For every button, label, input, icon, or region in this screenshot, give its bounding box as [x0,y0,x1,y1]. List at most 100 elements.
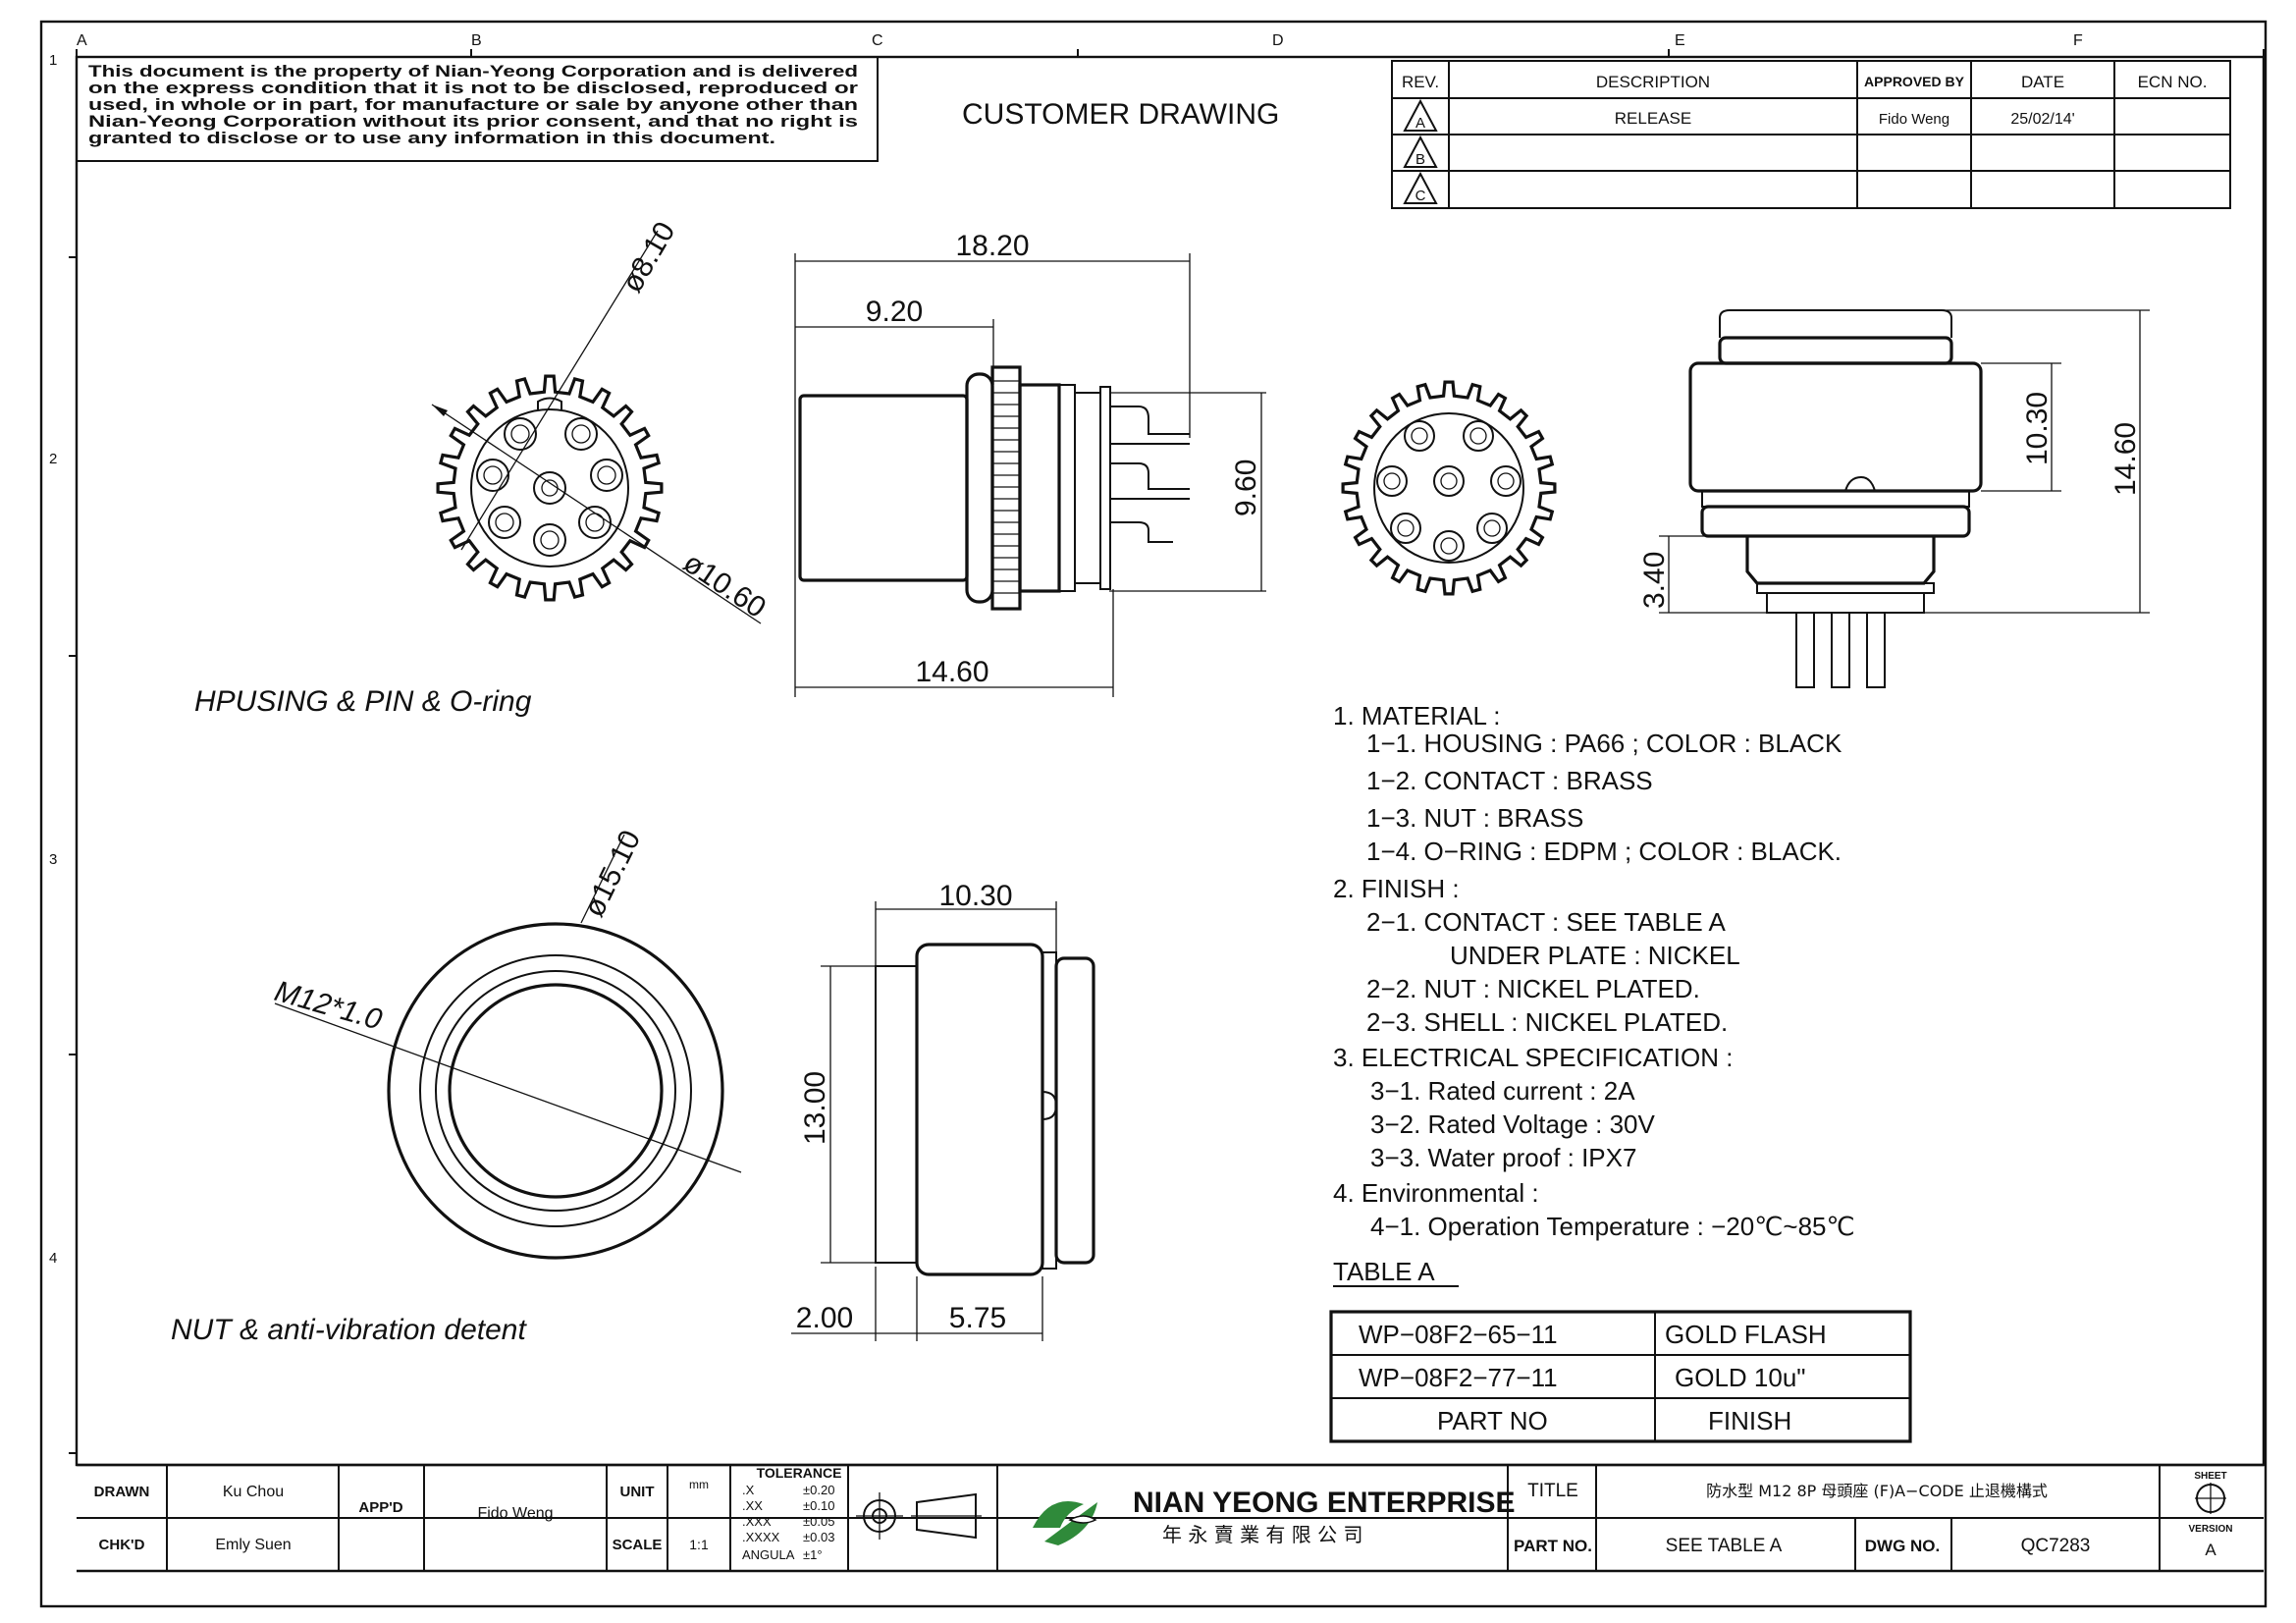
receptacle-side-pins [1795,613,1886,688]
note-3-1: 3−1. Rated current : 2A [1370,1076,1635,1106]
drawing-title-caption: CUSTOMER DRAWING [962,98,1279,131]
svg-text:B: B [1415,151,1425,168]
company-logo-icon [1033,1501,1097,1545]
svg-text:±0.03: ±0.03 [803,1530,834,1544]
table-a-finish-header: FINISH [1708,1406,1791,1435]
housing-pin-holes [476,417,623,557]
zone-row-1: 1 [49,52,57,69]
dim-length-18-20: 18.20 [955,230,1029,262]
note-2-2: 2−2. NUT : NICKEL PLATED. [1366,974,1700,1003]
zone-col-b: B [471,32,482,49]
notice-text: This document is the property of Nian-Ye… [88,62,859,147]
projection-symbol-icon [856,1492,982,1540]
title-value: 防水型 M12 8P 母頭座 (F)A−CODE 止退機構式 [1706,1482,2048,1500]
dim-line-d15-10 [580,834,625,924]
note-1-4: 1−4. O−RING : EDPM ; COLOR : BLACK. [1366,837,1842,866]
svg-text:granted to disclose or to use: granted to disclose or to use any inform… [88,129,775,147]
rev-a-symbol: A [1403,98,1438,132]
nut-front-view: M12*1.0 ø15.10 [271,826,742,1260]
dim-width-5-75: 5.75 [949,1302,1006,1334]
dim-line-d8-10 [460,230,659,551]
dim-length-14-60: 14.60 [915,656,988,688]
housing-side-view: 18.20 9.20 9.60 14.60 [794,230,1266,697]
note-3-2: 3−2. Rated Voltage : 30V [1370,1109,1655,1139]
version-label: VERSION [2188,1524,2232,1535]
rev-header: REV. [1402,73,1439,91]
svg-text:.XXX: .XXX [742,1514,772,1529]
table-a-finish-2: GOLD 10u" [1675,1363,1806,1392]
note-1-2: 1−2. CONTACT : BRASS [1366,766,1653,795]
date-header: DATE [2021,73,2064,91]
appd-value: Fido Weng [477,1505,553,1522]
note-3-3: 3−3. Water proof : IPX7 [1370,1143,1636,1172]
svg-text:±0.10: ±0.10 [803,1498,834,1513]
title-label: TITLE [1527,1481,1578,1501]
rev-a-approved: Fido Weng [1879,111,1949,128]
svg-text:.XXXX: .XXXX [742,1530,780,1544]
zone-col-e: E [1675,32,1685,49]
svg-text:on the express condition tha: on the express condition that it is not … [88,79,859,97]
svg-text:Nian-Yeong Corporation without: Nian-Yeong Corporation without its prior… [88,112,858,131]
part-no-label: PART NO. [1514,1537,1592,1555]
dim-line-d10-60 [431,404,762,624]
housing-front-view: ø8.10 ø10.60 [431,217,772,624]
note-4: 4. Environmental : [1333,1178,1539,1208]
approved-by-header: APPROVED BY [1864,74,1965,89]
svg-text:used, in whole or in part, for: used, in whole or in part, for manufactu… [88,95,858,114]
zone-col-c: C [872,32,883,49]
tolerance-title: TOLERANCE [757,1465,842,1481]
company-name-cn: 年 永 賣 業 有 限 公 司 [1162,1523,1363,1546]
version-value: A [2205,1541,2216,1559]
dim-height-13-00: 13.00 [799,1071,831,1145]
zone-row-2: 2 [49,451,57,467]
sheet-symbol-icon [2195,1483,2226,1514]
dim-height-3-40: 3.40 [1638,552,1671,609]
description-header: DESCRIPTION [1596,73,1710,91]
receptacle-side-view: 10.30 14.60 3.40 [1638,309,2150,688]
notice-box [76,56,879,162]
dwg-no-label: DWG NO. [1865,1537,1941,1555]
note-2-1-underplate: UNDER PLATE : NICKEL [1450,941,1740,970]
dim-height-14-60: 14.60 [2109,422,2142,496]
dim-length-9-20: 9.20 [866,296,923,328]
table-a-title: TABLE A [1333,1257,1435,1286]
zone-row-4: 4 [49,1250,57,1267]
dim-height-10-30: 10.30 [2021,392,2054,465]
svg-text:C: C [1415,188,1426,204]
scale-label: SCALE [613,1537,663,1553]
drawn-value: Ku Chou [223,1484,284,1500]
note-1: 1. MATERIAL : [1333,701,1501,730]
svg-text:ANGULA: ANGULA [742,1547,795,1562]
table-a: TABLE A WP−08F2−65−11 GOLD FLASH WP−08F2… [1329,1257,1912,1443]
drawn-label: DRAWN [94,1484,150,1500]
dim-d15-10: ø15.10 [578,826,648,922]
dwg-no-value: QC7283 [2021,1536,2091,1556]
note-2: 2. FINISH : [1333,874,1460,903]
part-no-value: SEE TABLE A [1666,1536,1783,1556]
svg-text:This document is the property: This document is the property of Nian-Ye… [88,62,858,81]
dim-thread-m12: M12*1.0 [271,975,386,1037]
zone-row-3: 3 [49,851,57,868]
dim-d8-10: ø8.10 [615,217,681,298]
housing-gear-outline [436,374,664,602]
chkd-value: Emly Suen [215,1537,291,1553]
title-block: DRAWN Ku Chou CHK'D Emly Suen APP'D Fido… [77,1463,2264,1573]
side-pins [1110,406,1190,543]
svg-text:±0.20: ±0.20 [803,1483,834,1497]
table-a-finish-1: GOLD FLASH [1665,1320,1827,1349]
receptacle-front-view [1341,380,1557,596]
tolerance-block: TOLERANCE .X ±0.20 .XX ±0.10 .XXX ±0.05 … [742,1465,841,1562]
scale-value: 1:1 [689,1537,709,1552]
note-2-1: 2−1. CONTACT : SEE TABLE A [1366,907,1726,937]
zone-ticks [69,49,2265,1454]
nut-side-view: 10.30 13.00 2.00 5.75 [791,880,1095,1341]
svg-text:.X: .X [742,1483,755,1497]
note-4-1: 4−1. Operation Temperature : −20℃~85℃ [1370,1212,1855,1241]
company-name-en: NIAN YEONG ENTERPRISE [1133,1487,1516,1519]
knurl-side [992,380,1020,594]
receptacle-gear-outline [1341,380,1557,596]
housing-key [537,397,562,409]
note-2-3: 2−3. SHELL : NICKEL PLATED. [1366,1007,1728,1037]
sheet-label: SHEET [2194,1471,2226,1482]
svg-text:A: A [1415,115,1425,132]
